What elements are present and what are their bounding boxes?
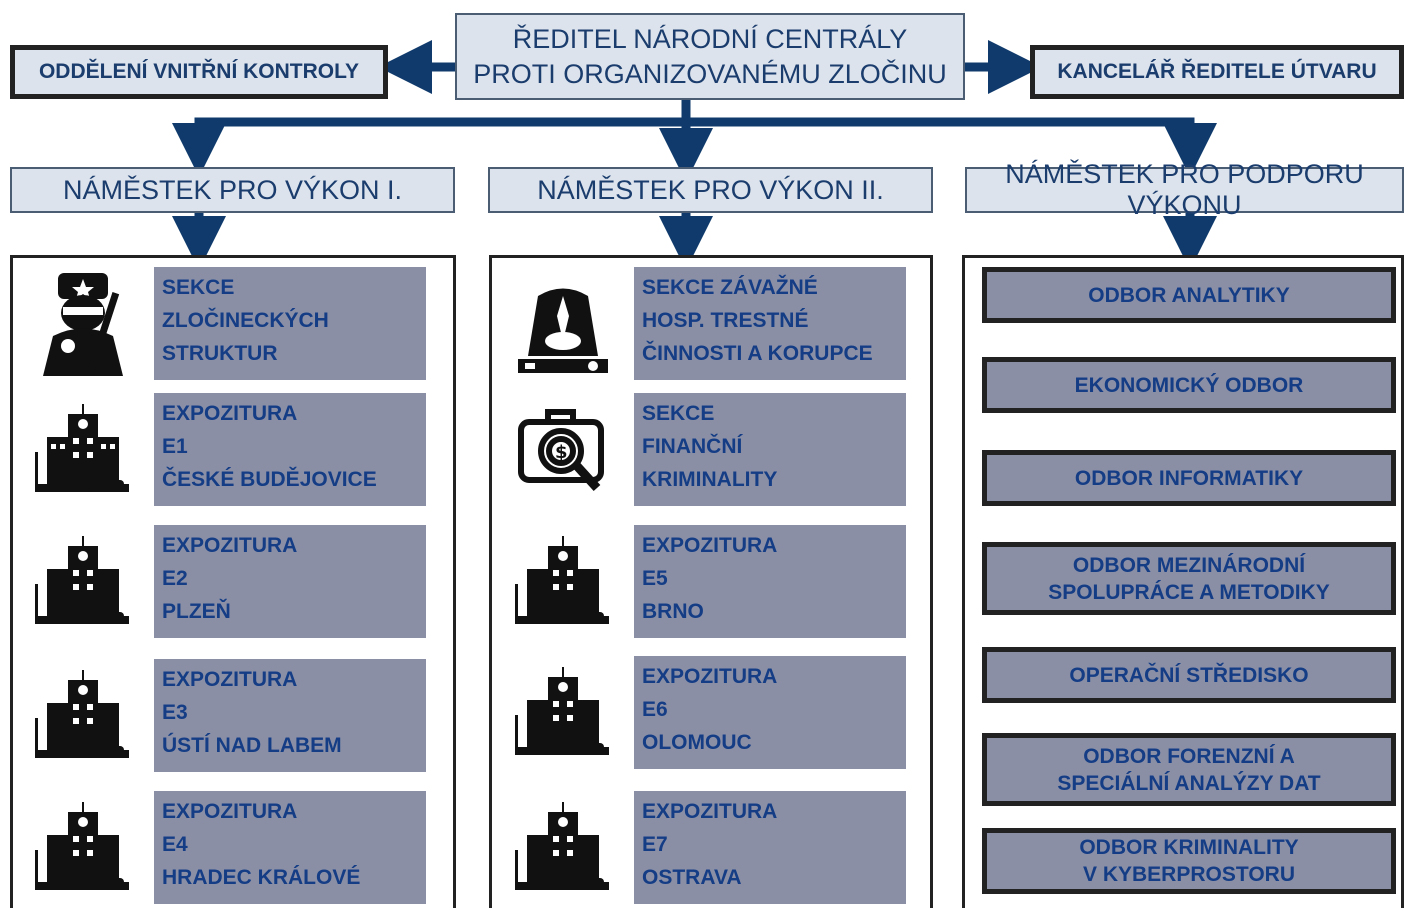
police-station-icon [505,525,620,638]
branch-e5: EXPOZITURA E5 BRNO [634,525,906,638]
branch-e4: EXPOZITURA E4 HRADEC KRÁLOVÉ [154,791,426,904]
police-station-icon [25,791,140,904]
support-unit-international: ODBOR MEZINÁRODNÍ SPOLUPRÁCE A METODIKY [982,542,1396,615]
police-station-icon [505,791,620,904]
branch-e1: EXPOZITURA E1 ČESKÉ BUDĚJOVICE [154,393,426,506]
corrupt-businessman-icon [505,267,620,380]
police-station-icon [25,659,140,772]
gangster-icon [25,267,140,380]
section-financial-crime: SEKCE FINANČNÍ KRIMINALITY [634,393,906,506]
support-unit-economic: EKONOMICKÝ ODBOR [982,357,1396,413]
branch-e3: EXPOZITURA E3 ÚSTÍ NAD LABEM [154,659,426,772]
support-unit-cyber: ODBOR KRIMINALITY V KYBERPROSTORU [982,828,1396,894]
branch-e2: EXPOZITURA E2 PLZEŇ [154,525,426,638]
director-box: ŘEDITEL NÁRODNÍ CENTRÁLY PROTI ORGANIZOV… [455,13,965,100]
branch-e6: EXPOZITURA E6 OLOMOUC [634,656,906,769]
deputy-3: NÁMĚSTEK PRO PODPORU VÝKONU [965,159,1404,220]
internal-control-box: ODDĚLENÍ VNITŘNÍ KONTROLY [10,45,388,99]
support-unit-analytics: ODBOR ANALYTIKY [982,267,1396,323]
police-station-icon [505,656,620,769]
directors-office-box: KANCELÁŘ ŘEDITELE ÚTVARU [1030,45,1404,99]
police-station-icon [25,393,140,506]
deputy-2: NÁMĚSTEK PRO VÝKON II. [488,167,933,213]
police-station-icon [25,525,140,638]
support-unit-operations: OPERAČNÍ STŘEDISKO [982,647,1396,703]
deputy-1: NÁMĚSTEK PRO VÝKON I. [10,167,455,213]
support-unit-forensic: ODBOR FORENZNÍ A SPECIÁLNÍ ANALÝZY DAT [982,733,1396,806]
section-economic-crime: SEKCE ZÁVAŽNÉ HOSP. TRESTNÉ ČINNOSTI A K… [634,267,906,380]
support-unit-informatics: ODBOR INFORMATIKY [982,450,1396,506]
branch-e7: EXPOZITURA E7 OSTRAVA [634,791,906,904]
svg-text:$: $ [555,442,568,463]
section-organized-crime: SEKCE ZLOČINECKÝCH STRUKTUR [154,267,426,380]
money-briefcase-magnifier-icon: $ [505,393,620,506]
